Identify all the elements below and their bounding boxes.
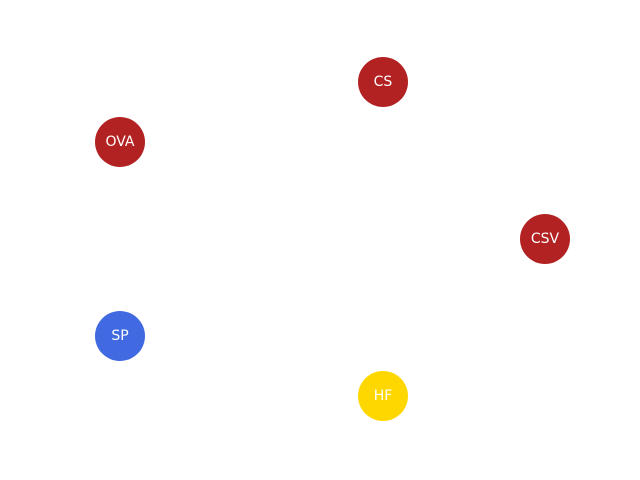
- node-csv: CSV: [520, 214, 570, 264]
- node-hf: HF: [358, 371, 408, 421]
- node-cs-label: CS: [373, 74, 393, 90]
- node-csv-label: CSV: [530, 231, 560, 247]
- node-ova: OVA: [95, 117, 145, 167]
- node-sp: SP: [95, 311, 145, 361]
- node-sp-label: SP: [111, 328, 129, 344]
- node-cs: CS: [358, 57, 408, 107]
- node-hf-label: HF: [373, 388, 393, 404]
- node-ova-label: OVA: [105, 134, 135, 150]
